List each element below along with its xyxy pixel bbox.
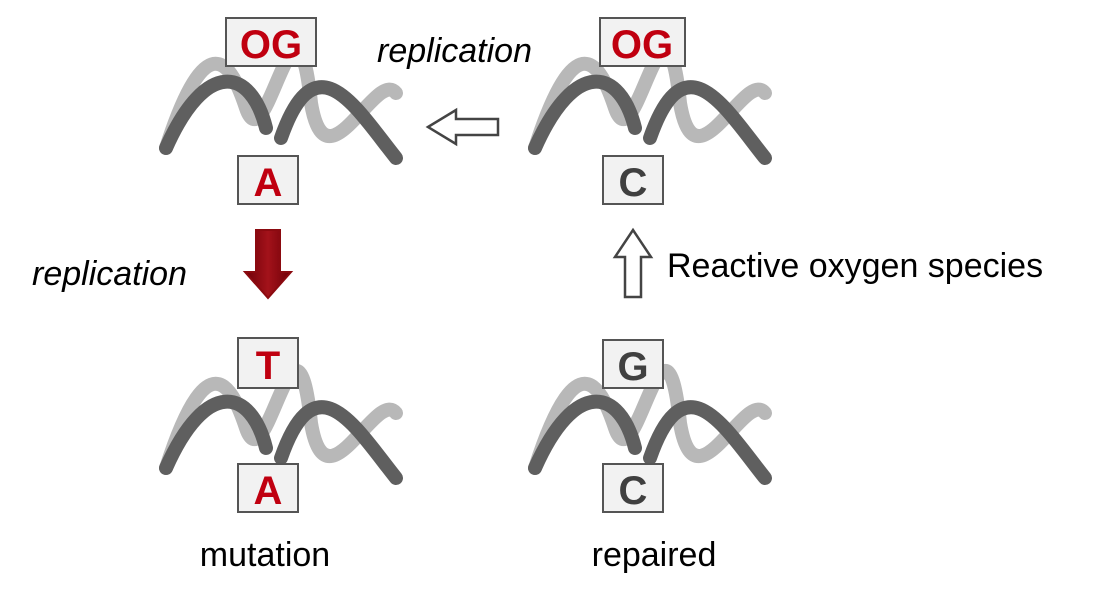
dark-strand — [528, 74, 772, 165]
repaired-label: repaired — [592, 536, 717, 574]
bottom-base-label: C — [619, 469, 648, 513]
mutation-label: mutation — [200, 536, 330, 574]
ros-label: Reactive oxygen species — [667, 247, 1043, 285]
ros-arrow-up-icon — [612, 227, 654, 299]
dna-unit-g-c: G C — [528, 339, 772, 513]
bottom-base-label: C — [619, 161, 648, 205]
light-strand — [528, 364, 772, 475]
bottom-base-label: A — [254, 469, 283, 513]
dark-strand — [528, 394, 772, 485]
mutation-arrow-down-icon — [242, 229, 294, 300]
dna-unit-og-c: OG C — [528, 17, 772, 205]
top-base-box — [599, 17, 686, 67]
top-base-box — [602, 339, 664, 389]
light-strand — [159, 44, 403, 155]
light-strand — [528, 44, 772, 155]
bottom-base-label: A — [254, 161, 283, 205]
dark-strand — [159, 394, 403, 485]
dna-unit-t-a: T A — [159, 337, 403, 513]
replication-label-top: replication — [377, 32, 532, 70]
top-base-box — [237, 337, 299, 389]
bottom-base-box — [602, 463, 664, 513]
replication-arrow-left-icon — [425, 107, 500, 147]
bottom-base-box — [237, 155, 299, 205]
top-base-label: OG — [240, 23, 302, 67]
dark-strand — [159, 74, 403, 165]
dna-unit-og-a: OG A — [159, 17, 403, 205]
top-base-box — [225, 17, 317, 67]
bottom-base-box — [237, 463, 299, 513]
top-base-label: OG — [611, 23, 673, 67]
replication-label-left: replication — [32, 255, 187, 293]
light-strand — [159, 364, 403, 475]
top-base-label: G — [617, 345, 648, 389]
top-base-label: T — [256, 344, 280, 388]
bottom-base-box — [602, 155, 664, 205]
